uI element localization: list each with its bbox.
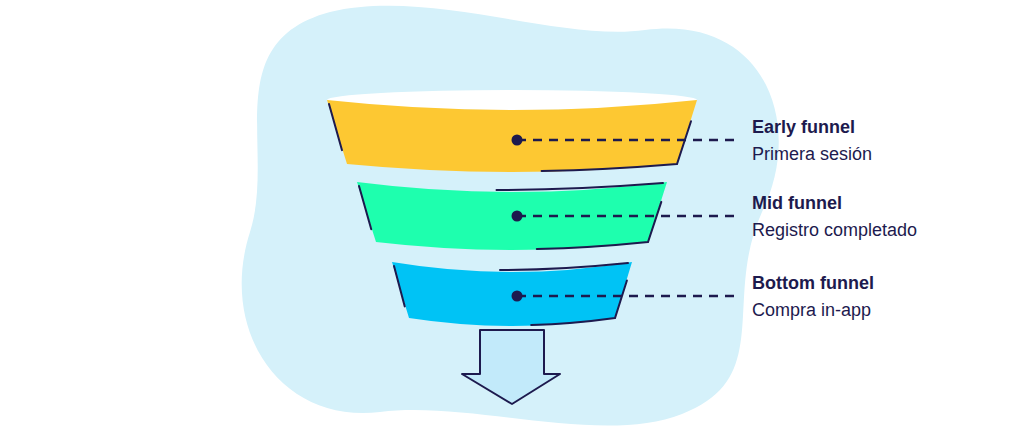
stage-title: Mid funnel [752,190,917,217]
funnel-band: Early funnelPrimera sesión [327,94,697,172]
band-shape [327,94,697,172]
band-shape [392,256,632,326]
leader-dot [512,291,523,302]
band-label: Bottom funnelCompra in-app [752,270,874,324]
leader-line [517,295,736,298]
band-outline [542,121,691,171]
leader-dot [512,135,523,146]
band-outline [359,186,371,229]
funnel-band: Mid funnelRegistro completado [357,176,667,250]
band-outline [394,266,405,306]
band-outline [497,183,664,190]
band-label: Mid funnelRegistro completado [752,190,917,244]
stage-description: Registro completado [752,217,917,244]
stage-title: Early funnel [752,114,872,141]
band-outline [531,281,627,326]
funnel-band: Bottom funnelCompra in-app [392,256,632,326]
down-arrow [462,330,560,404]
band-fill [392,262,632,326]
band-outline [537,202,662,249]
band-outline [329,104,342,150]
band-shape [357,176,667,250]
band-label: Early funnelPrimera sesión [752,114,872,168]
leader-line [517,139,736,142]
leader-dot [512,211,523,222]
band-fill [327,100,697,172]
leader-line [517,215,736,218]
band-outline [500,263,628,270]
background-blob [242,6,779,426]
stage-title: Bottom funnel [752,270,874,297]
stage-description: Compra in-app [752,297,874,324]
stage-description: Primera sesión [752,141,872,168]
